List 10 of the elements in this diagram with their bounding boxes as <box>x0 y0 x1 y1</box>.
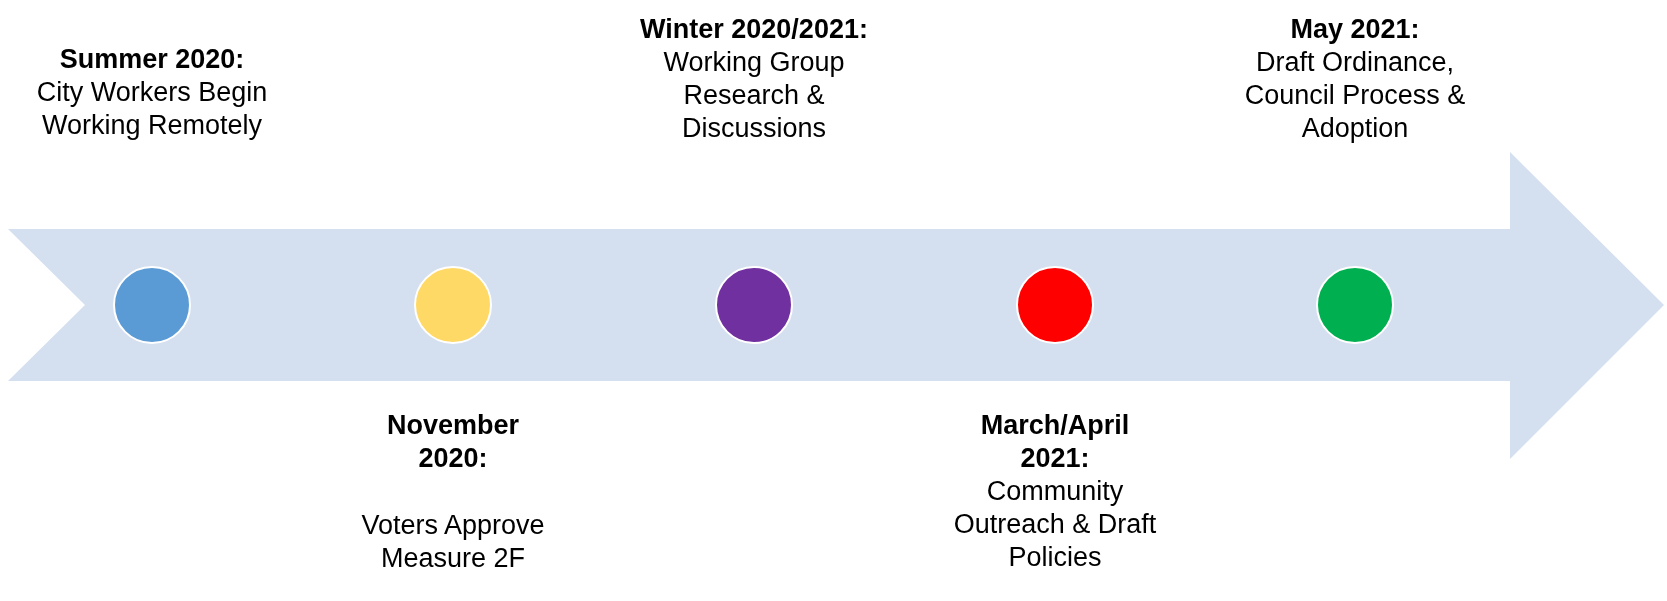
milestone-text: Draft Ordinance, Council Process & Adoption <box>1243 46 1467 145</box>
date-heading: March/April 2021: <box>979 409 1131 475</box>
date-heading: May 2021: <box>1289 13 1421 46</box>
date-heading: November 2020: <box>385 409 520 475</box>
date-heading: Summer 2020: <box>58 43 246 76</box>
milestone-text: Working Group Research & Discussions <box>662 46 846 145</box>
milestone-text: Community Outreach & Draft Policies <box>952 475 1158 574</box>
milestone-text: City Workers Begin Working Remotely <box>35 76 269 142</box>
date-heading: Winter 2020/2021: <box>639 13 869 46</box>
milestone-text: Voters Approve Measure 2F <box>360 509 546 575</box>
